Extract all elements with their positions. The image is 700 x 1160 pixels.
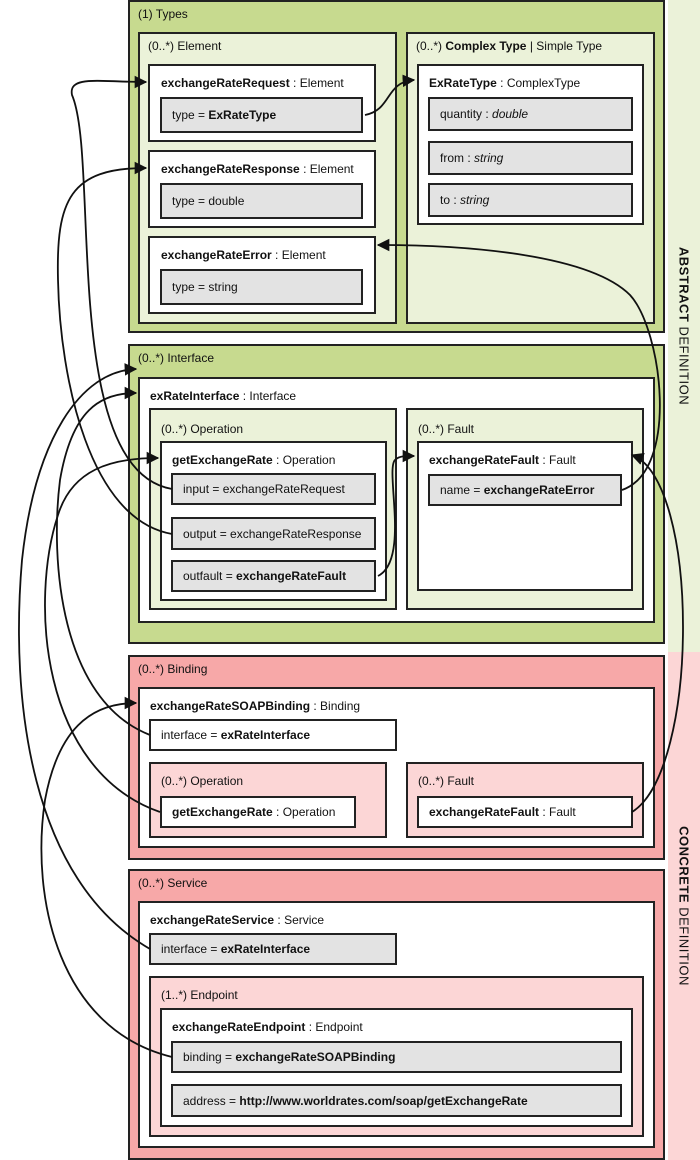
quantity-field: quantity : double <box>428 97 633 131</box>
output-to-response-arrow <box>56 161 173 535</box>
service-label: (0..*) Service <box>138 876 208 890</box>
element-title: exchangeRateError : Element <box>161 248 326 262</box>
endpoint-address-field: address = http://www.worldrates.com/soap… <box>171 1084 622 1117</box>
complex-type-group-label: (0..*) Complex Type | Simple Type <box>416 39 603 53</box>
endpoint-group-label: (1..*) Endpoint <box>161 988 238 1002</box>
from-field: from : string <box>428 141 633 175</box>
binding-interface-field: interface = exRateInterface <box>149 719 397 751</box>
error-type-field: type = string <box>160 269 363 305</box>
complex-type-title: ExRateType : ComplexType <box>429 76 581 90</box>
types-label: (1) Types <box>138 7 188 21</box>
interface-fault-group-label: (0..*) Fault <box>418 422 475 436</box>
concrete-band: CONCRETE DEFINITION <box>668 652 700 1160</box>
outfault-field: outfault = exchangeRateFault <box>171 560 376 592</box>
binding-operation: getExchangeRate : Operation <box>160 796 356 828</box>
input-to-request-arrow <box>70 75 173 490</box>
request-type-field: type = ExRateType <box>160 97 363 133</box>
to-field: to : string <box>428 183 633 217</box>
output-field: output = exchangeRateResponse <box>171 517 376 550</box>
endpoint-binding-to-binding-arrow <box>40 696 173 1058</box>
element-group-label: (0..*) Element <box>148 39 222 53</box>
interface-title: exRateInterface : Interface <box>150 389 297 403</box>
fault-name-to-error-arrow <box>376 238 661 491</box>
exchange-rate-fault: exchangeRateFault : Fault <box>417 441 633 591</box>
binding-operation-to-operation-arrow <box>44 451 161 813</box>
response-type-field: type = double <box>160 183 363 219</box>
element-title: exchangeRateRequest : Element <box>161 76 344 90</box>
interface-label: (0..*) Interface <box>138 351 215 365</box>
endpoint-binding-field: binding = exchangeRateSOAPBinding <box>171 1041 622 1073</box>
fault-name-field: name = exchangeRateError <box>428 474 622 506</box>
binding-fault-group-label: (0..*) Fault <box>418 774 475 788</box>
service-interface-to-interface-arrow <box>18 363 151 950</box>
abstract-band: ABSTRACT DEFINITION <box>668 0 700 652</box>
service-interface-field: interface = exRateInterface <box>149 933 397 965</box>
outfault-to-fault-arrow <box>377 449 416 577</box>
binding-label: (0..*) Binding <box>138 662 208 676</box>
fault-title: exchangeRateFault : Fault <box>429 453 576 467</box>
binding-title: exchangeRateSOAPBinding : Binding <box>150 699 361 713</box>
binding-interface-to-interface-arrow <box>56 386 151 736</box>
element-title: exchangeRateResponse : Element <box>161 162 354 176</box>
operation-title: getExchangeRate : Operation <box>172 453 336 467</box>
service-title: exchangeRateService : Service <box>150 913 325 927</box>
binding-fault-to-fault-arrow <box>630 453 684 813</box>
interface-operation-group-label: (0..*) Operation <box>161 422 244 436</box>
binding-operation-group-label: (0..*) Operation <box>161 774 244 788</box>
input-field: input = exchangeRateRequest <box>171 473 376 505</box>
request-type-to-exratetype-arrow <box>364 74 416 116</box>
endpoint-title: exchangeRateEndpoint : Endpoint <box>172 1020 363 1034</box>
